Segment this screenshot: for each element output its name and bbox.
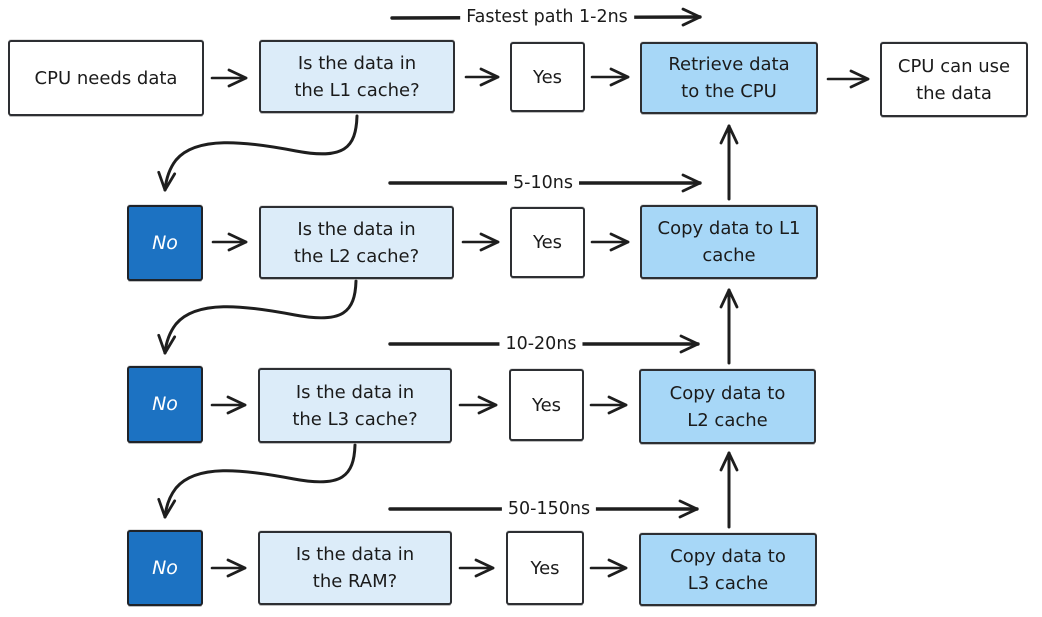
node-copy-to-l1: Copy data to L1 cache [640,205,818,279]
node-cpu-can-use: CPU can use the data [880,42,1028,117]
node-question-l1-cache: Is the data in the L1 cache? [259,40,455,113]
node-yes-l1: Yes [510,42,585,112]
node-retrieve-data: Retrieve data to the CPU [640,42,818,114]
node-question-ram: Is the data in the RAM? [258,531,452,605]
node-yes-ram: Yes [506,531,584,605]
node-cpu-needs-data: CPU needs data [8,40,204,116]
node-copy-to-l2: Copy data to L2 cache [639,369,816,444]
node-copy-to-l3: Copy data to L3 cache [639,533,817,606]
arrow-l2q-to-no [157,279,358,355]
annotation-fastest-path: Fastest path 1-2ns [460,7,634,27]
annotation-l2-time: 5-10ns [507,173,579,193]
node-question-l3-cache: Is the data in the L3 cache? [258,368,452,443]
node-no-l1: No [127,205,203,281]
arrow-l3q-to-no [157,443,357,519]
node-yes-l2: Yes [510,207,585,278]
node-no-l2: No [127,366,203,443]
annotation-l3-time: 10-20ns [499,334,583,354]
arrow-l1q-to-no [157,114,359,192]
node-question-l2-cache: Is the data in the L2 cache? [259,206,454,279]
annotation-ram-time: 50-150ns [501,499,597,519]
node-yes-l3: Yes [509,369,584,441]
node-no-l3: No [127,530,203,606]
